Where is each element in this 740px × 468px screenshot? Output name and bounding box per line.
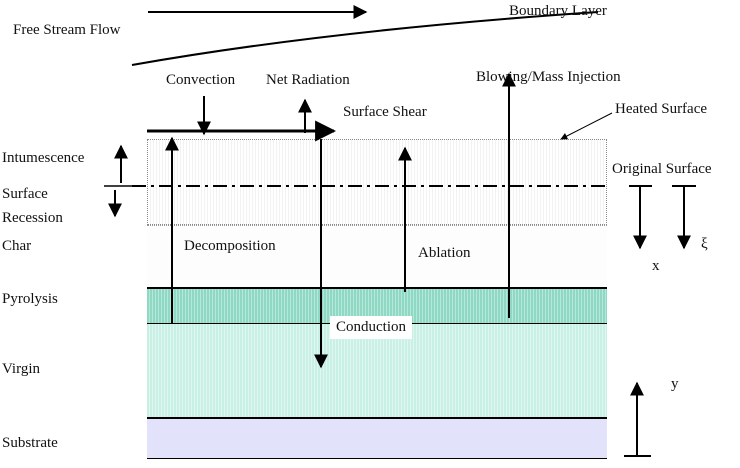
net-radiation-label: Net Radiation <box>266 72 350 88</box>
recession-label: Recession <box>2 210 63 226</box>
conduction-label: Conduction <box>330 316 412 339</box>
x-axis-label: x <box>652 258 660 274</box>
y-axis-label: y <box>671 376 679 392</box>
heated-surface-pointer <box>560 112 613 140</box>
virgin-label: Virgin <box>2 361 40 377</box>
convection-label: Convection <box>166 72 236 88</box>
substrate-layer <box>147 419 607 459</box>
boundary-layer-curve <box>131 11 599 66</box>
boundary-layer-label: Boundary Layer <box>509 3 607 19</box>
char-layer <box>147 225 607 287</box>
pyrolysis-label: Pyrolysis <box>2 291 58 307</box>
heated-surface-label: Heated Surface <box>615 101 708 117</box>
free-stream-flow-label: Free Stream Flow <box>13 22 121 38</box>
original-surface-label: Original Surface <box>612 161 712 177</box>
virgin-layer <box>147 324 607 419</box>
intumescence-region <box>147 139 607 225</box>
substrate-label: Substrate <box>2 435 58 451</box>
decomposition-label: Decomposition <box>184 238 276 254</box>
ablation-label: Ablation <box>418 245 471 261</box>
char-label: Char <box>2 238 32 254</box>
intumescence-label: Intumescence <box>2 150 85 166</box>
surface-shear-label: Surface Shear <box>343 104 427 120</box>
blowing-label: Blowing/Mass Injection <box>476 69 621 85</box>
surface-label: Surface <box>2 186 48 202</box>
xi-axis-label: ξ <box>701 236 708 252</box>
